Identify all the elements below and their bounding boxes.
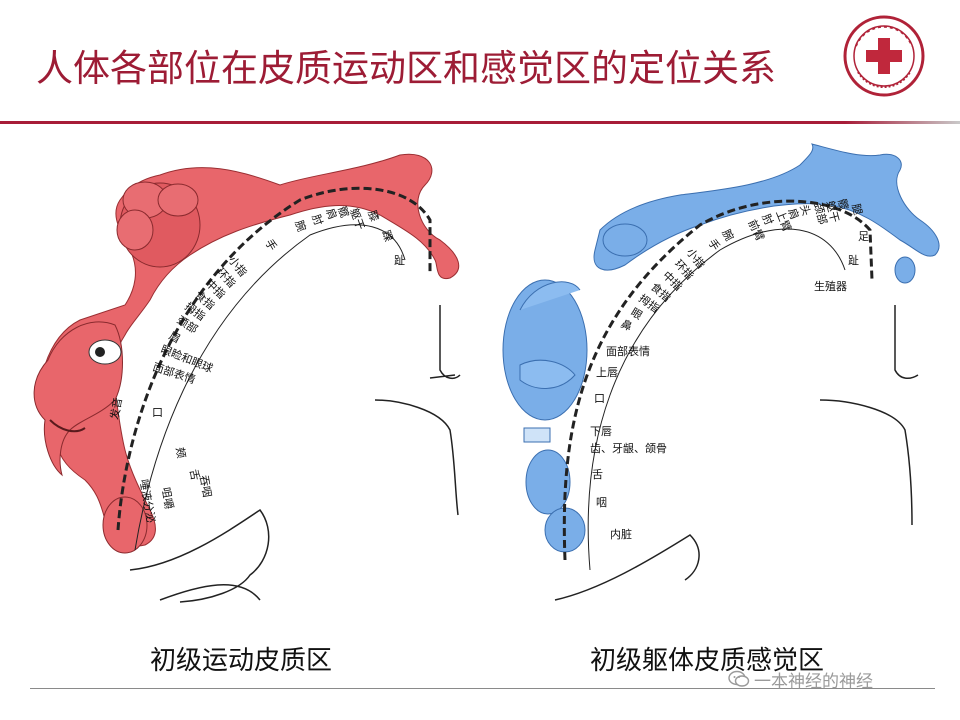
slide-title: 人体各部位在皮质运动区和感觉区的定位关系 <box>36 47 776 90</box>
sensory-label: 口 <box>594 392 605 405</box>
motor-label: 踝 <box>379 229 395 244</box>
sensory-cortex-arc <box>562 199 874 561</box>
motor-cortex-arc <box>116 186 432 531</box>
sensory-body-shape <box>593 143 940 271</box>
motor-label: 咀嚼 <box>159 486 177 510</box>
sensory-label: 舌 <box>592 468 603 481</box>
sensory-label: 咽 <box>596 496 607 509</box>
sensory-label: 齿、牙龈、颌骨 <box>590 441 667 455</box>
sensory-homunculus: 腿 髋 躯干 颈部 头 肩 上臂 肘 前臂 腕 手 小指 环指 中指 食指 拇指… <box>502 143 940 601</box>
sensory-label: 肘 <box>759 212 776 228</box>
motor-label: 趾 <box>394 253 405 267</box>
hospital-logo <box>843 15 925 97</box>
motor-label: 手 <box>262 237 280 254</box>
sensory-label: 趾 <box>848 253 859 267</box>
title-divider <box>0 121 960 124</box>
sensory-label: 躯干 <box>823 199 841 224</box>
motor-label: 腕 <box>292 218 309 233</box>
sensory-label: 髋 <box>835 197 851 211</box>
motor-label: 口 <box>152 406 163 419</box>
motor-label: 躯干 <box>347 207 367 232</box>
caption-motor: 初级运动皮质区 <box>150 646 333 676</box>
motor-label: 肘 <box>309 212 326 227</box>
caption-sensory: 初级躯体皮质感觉区 <box>590 646 825 676</box>
motor-label: 髋 <box>335 204 352 219</box>
motor-homunculus: 膝 髋 躯干 肩 肘 腕 手 小指 环指 中指 食指 拇指 颈部 眉 眼睑和眼球… <box>33 153 461 603</box>
sensory-label: 足 <box>858 230 869 243</box>
sensory-label: 下唇 <box>590 425 612 438</box>
watermark-text: 一本神经的神经 <box>754 671 873 692</box>
sensory-label: 上唇 <box>596 366 618 379</box>
sensory-label: 手 <box>705 236 723 253</box>
motor-label: 膝 <box>365 209 381 224</box>
sensory-label: 肩 <box>785 206 802 221</box>
motor-label: 颊 <box>173 446 188 459</box>
sensory-label: 腿 <box>849 202 864 216</box>
motor-label: 眉 <box>167 329 183 346</box>
homunculus-diagram: 膝 髋 躯干 肩 肘 腕 手 小指 环指 中指 食指 拇指 颈部 眉 眼睑和眼球… <box>33 143 940 603</box>
sensory-label: 头 <box>797 203 813 217</box>
footer-divider <box>30 688 935 689</box>
sensory-label: 生殖器 <box>814 279 847 293</box>
motor-label: 舌 <box>187 468 202 481</box>
motor-label: 发音 <box>107 396 125 420</box>
wechat-icon <box>728 670 750 687</box>
sensory-face-shape <box>502 279 588 421</box>
sensory-label: 颈部 <box>811 201 830 226</box>
sensory-label: 内脏 <box>610 527 632 541</box>
watermark: 一本神经的神经 <box>728 668 873 692</box>
sensory-label: 腕 <box>719 227 737 243</box>
motor-label: 肩 <box>323 206 340 221</box>
motor-label: 吞咽 <box>197 474 214 498</box>
sensory-label: 面部表情 <box>606 344 650 358</box>
